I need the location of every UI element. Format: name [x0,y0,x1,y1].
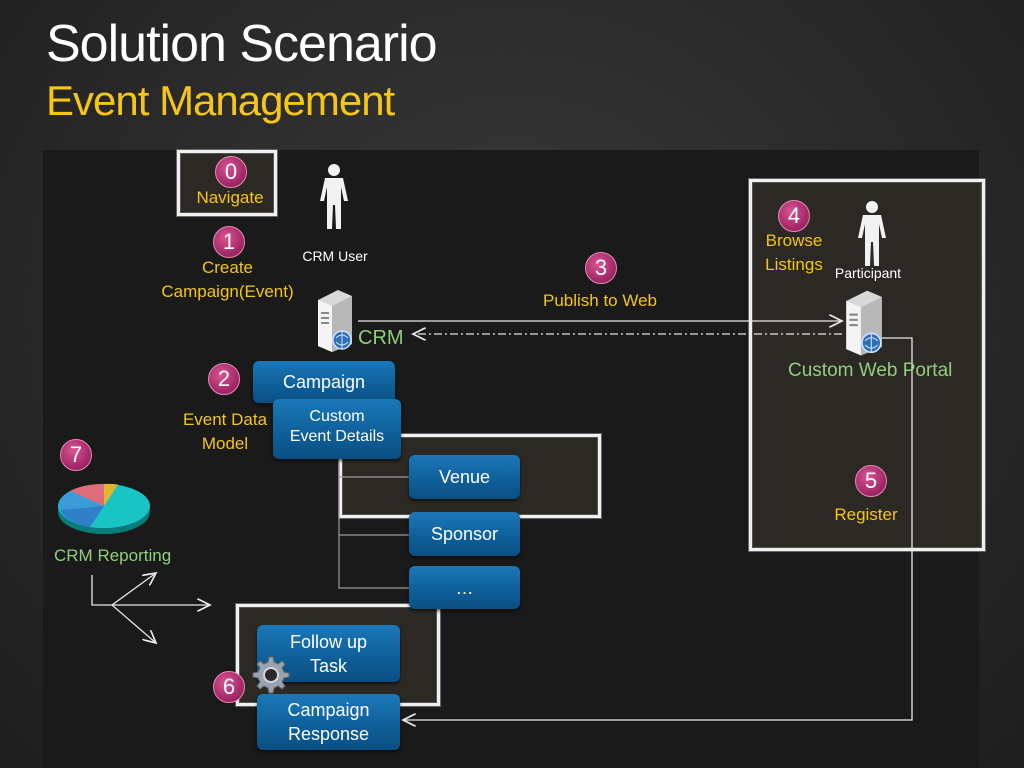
campaign-entity-box: Campaign [253,361,395,403]
crm-server-icon [318,290,352,352]
slide-title: Solution Scenario [46,15,438,73]
sponsor-entity-box: Sponsor [409,512,520,556]
step-badge-1: 1 [213,226,245,258]
step-badge-4: 4 [778,200,810,232]
venue-entity-box: Venue [409,455,520,499]
register-label: Register [834,505,898,524]
crm-reporting-label: CRM Reporting [54,546,172,565]
portal-system-label: Custom Web Portal [788,360,953,381]
campaign-response-box: Campaign Response [257,694,400,750]
crm-user-person-icon [320,164,348,229]
more-entities-box: … [409,566,520,609]
portal-server-icon [846,290,882,356]
slide-subtitle: Event Management [46,77,395,124]
step-badge-5: 5 [855,465,887,497]
participant-label: Participant [834,265,902,281]
step-badge-2: 2 [208,363,240,395]
custom-event-details-box: Custom Event Details [273,399,401,459]
crm-user-label: CRM User [302,248,368,264]
pie-chart-icon [58,483,150,534]
register-arrow [403,337,913,720]
step-badge-0: 0 [215,156,247,188]
step-badge-3: 3 [585,252,617,284]
entity-tree-line [338,460,410,589]
navigate-label: Navigate [196,188,264,207]
step-badge-7: 7 [60,439,92,471]
gear-icon [252,656,290,694]
crm-system-label: CRM [358,327,404,349]
event-data-model-label: Event Data Model [182,410,268,453]
browse-listings-label: Browse Listings [765,231,823,274]
participant-person-icon [858,201,886,266]
publish-label: Publish to Web [542,291,658,310]
reporting-axis [91,575,210,605]
step-badge-6: 6 [213,671,245,703]
create-campaign-label: Create Campaign(Event) [161,258,294,301]
